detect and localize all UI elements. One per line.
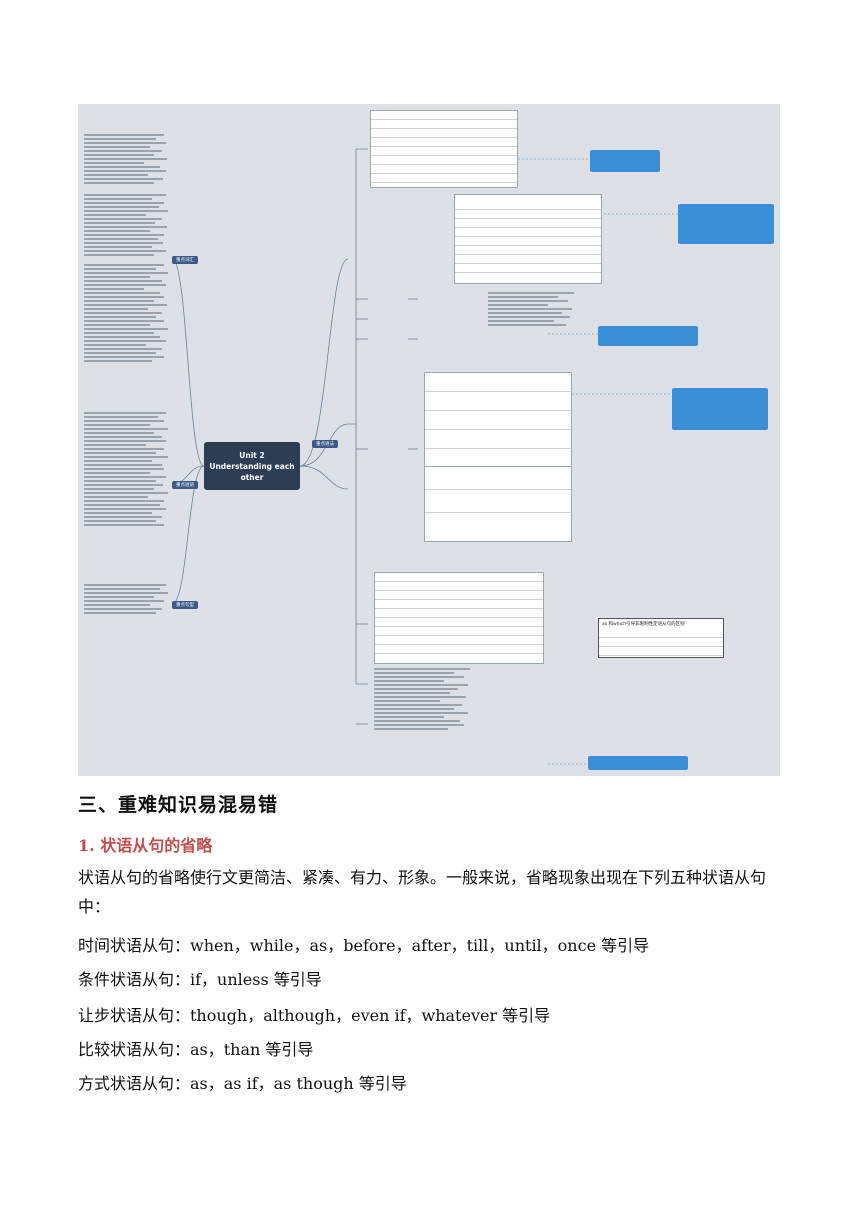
branch-grammar: 重点语法 — [312, 440, 338, 448]
phrase-text-block — [84, 412, 168, 528]
vocab-text-block-1 — [84, 134, 168, 186]
central-title-line1: Unit 2 — [239, 450, 265, 460]
clause-line-comparison: 比较状语从句：as，than 等引导 — [78, 1040, 314, 1059]
central-title-line3: other — [240, 472, 264, 482]
mindmap-table-1 — [370, 110, 518, 188]
section-heading: 三、重难知识易混易错 — [78, 794, 279, 816]
mind-map-image: 重点词汇 重点短语 重点句型 重点语法 Unit 2 Understanding… — [78, 104, 780, 776]
vocab-text-block-3 — [84, 264, 168, 364]
clause-line-condition: 条件状语从句：if，unless 等引导 — [78, 970, 322, 989]
intro-paragraph: 状语从句的省略使行文更简洁、紧凑、有力、形象。一般来说，省略现象出现在下列五种状… — [78, 868, 767, 916]
blue-note-1 — [590, 150, 660, 172]
blue-note-5 — [588, 756, 688, 770]
inset-label: as 和which引导非限制性定语从句的区别 — [602, 622, 685, 627]
clause-line-time: 时间状语从句：when，while，as，before，after，till，u… — [78, 936, 650, 955]
as-which-inset: as 和which引导非限制性定语从句的区别 — [598, 618, 724, 658]
mind-map-central-node: Unit 2 Understanding each other — [204, 442, 300, 490]
mindmap-notes-1 — [488, 292, 578, 328]
central-title-line2: Understanding each — [209, 461, 295, 471]
sentence-text-block — [84, 584, 168, 616]
branch-phrases: 重点短语 — [172, 481, 198, 489]
branch-vocab: 重点词汇 — [172, 256, 198, 264]
mindmap-table-4 — [424, 466, 572, 542]
blue-note-2 — [678, 204, 774, 244]
blue-note-3 — [598, 326, 698, 346]
mindmap-table-5 — [374, 572, 544, 664]
clause-line-concession: 让步状语从句：though，although，even if，whatever … — [78, 1006, 551, 1025]
mindmap-table-2 — [454, 194, 602, 284]
sub-heading: 1. 状语从句的省略 — [78, 836, 213, 855]
branch-sentences: 重点句型 — [172, 601, 198, 609]
mindmap-notes-2 — [374, 668, 474, 732]
vocab-text-block-2 — [84, 194, 168, 258]
clause-line-manner: 方式状语从句：as，as if，as though 等引导 — [78, 1074, 407, 1093]
blue-note-4 — [672, 388, 768, 430]
mindmap-table-3 — [424, 372, 572, 474]
